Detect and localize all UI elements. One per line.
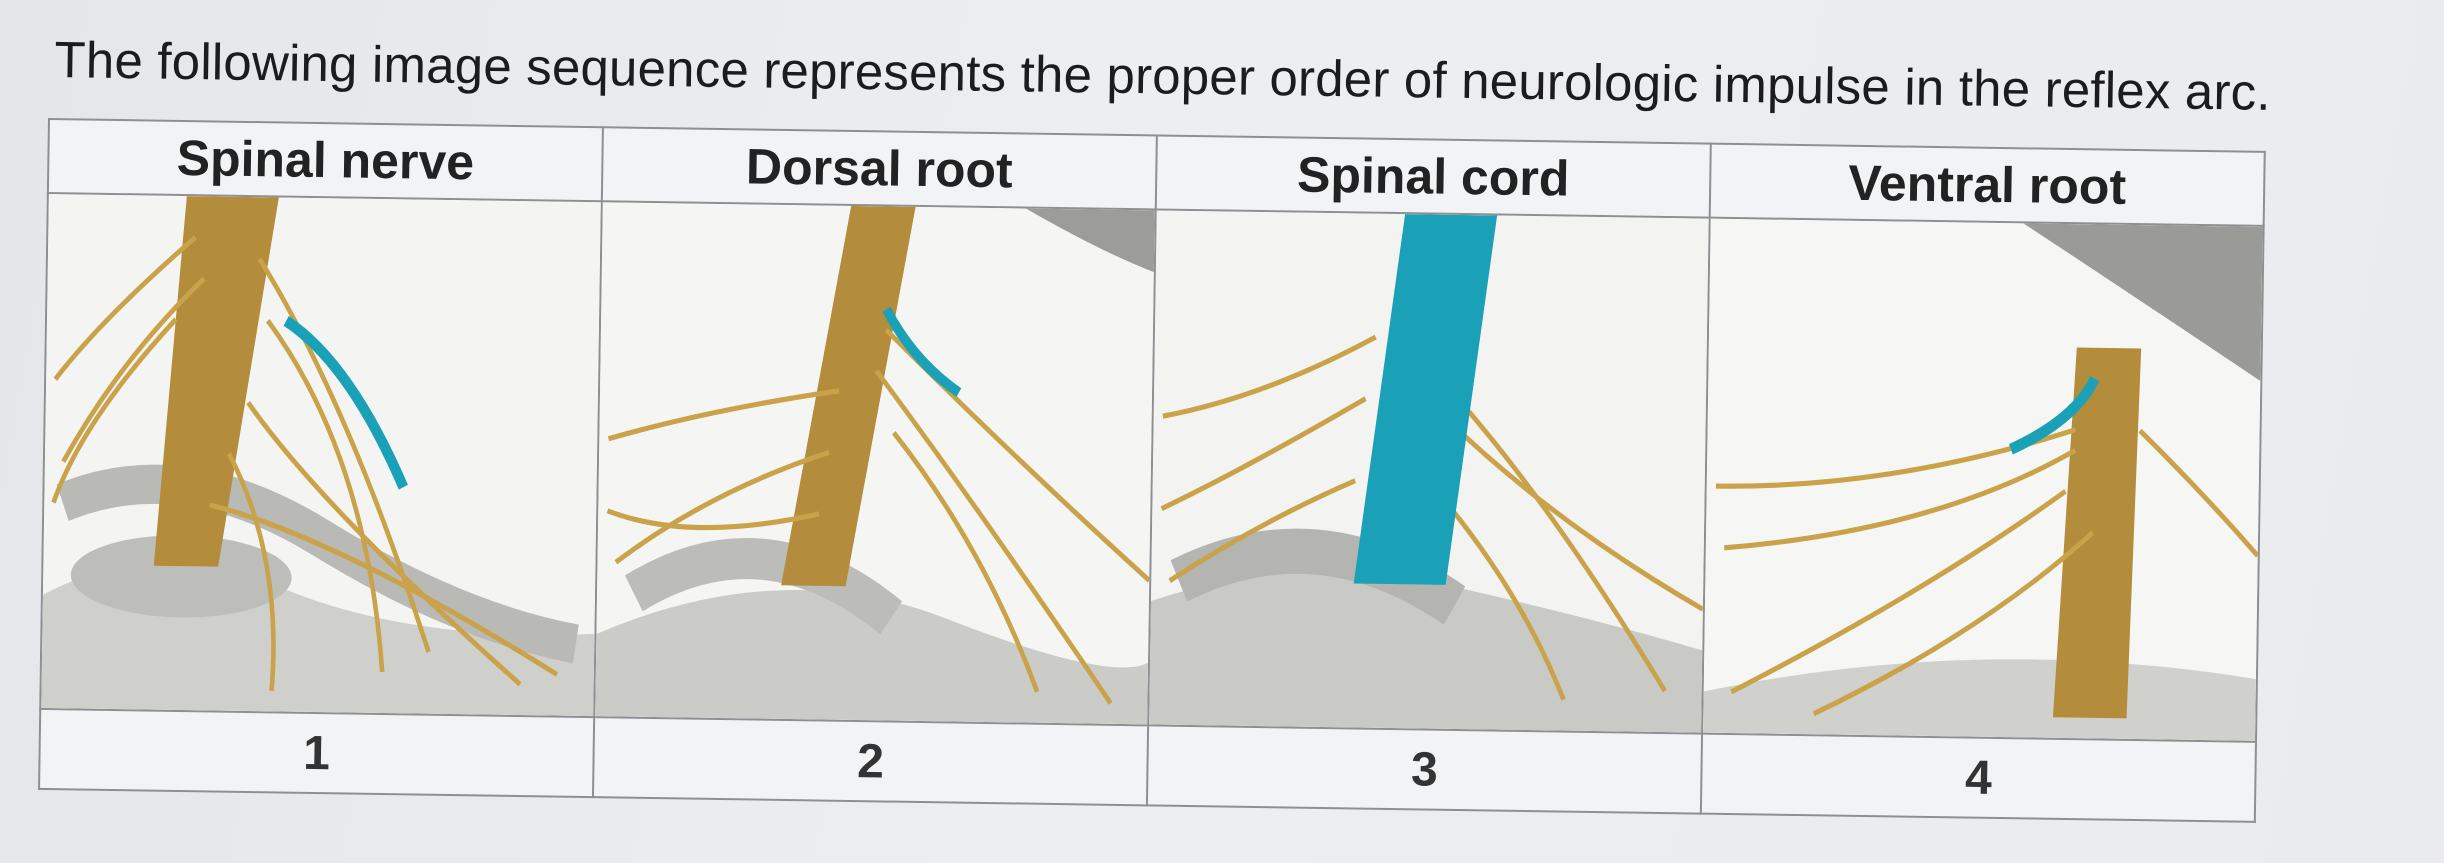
panel-number-3: 3 bbox=[1146, 725, 1703, 814]
panel-number-4: 4 bbox=[1700, 733, 2256, 822]
question-text: The following image sequence represents … bbox=[54, 30, 2272, 121]
panel-label-3: Spinal cord bbox=[1155, 135, 1711, 218]
panel-label-1: Spinal nerve bbox=[47, 119, 603, 202]
sequence-table: Spinal nerve Dorsal root Spinal cord Ven… bbox=[38, 118, 2266, 823]
anatomy-illustration-3 bbox=[1149, 210, 1709, 733]
anatomy-illustration-1 bbox=[41, 194, 601, 717]
panel-number-2: 2 bbox=[592, 717, 1149, 806]
panel-image-1 bbox=[40, 193, 602, 718]
panel-label-4: Ventral root bbox=[1709, 143, 2265, 226]
anatomy-illustration-4 bbox=[1703, 218, 2263, 741]
highlight-path-1 bbox=[283, 316, 408, 490]
image-row bbox=[40, 193, 2264, 742]
highlight-path-4 bbox=[2008, 375, 2100, 455]
highlight-path-3 bbox=[1353, 214, 1498, 585]
anatomy-illustration-2 bbox=[595, 202, 1155, 725]
panel-image-2 bbox=[594, 201, 1156, 726]
panel-image-3 bbox=[1148, 209, 1710, 734]
panel-image-4 bbox=[1702, 217, 2264, 742]
panel-number-1: 1 bbox=[39, 708, 595, 798]
highlight-path-2 bbox=[882, 306, 962, 397]
panel-label-2: Dorsal root bbox=[601, 127, 1157, 210]
